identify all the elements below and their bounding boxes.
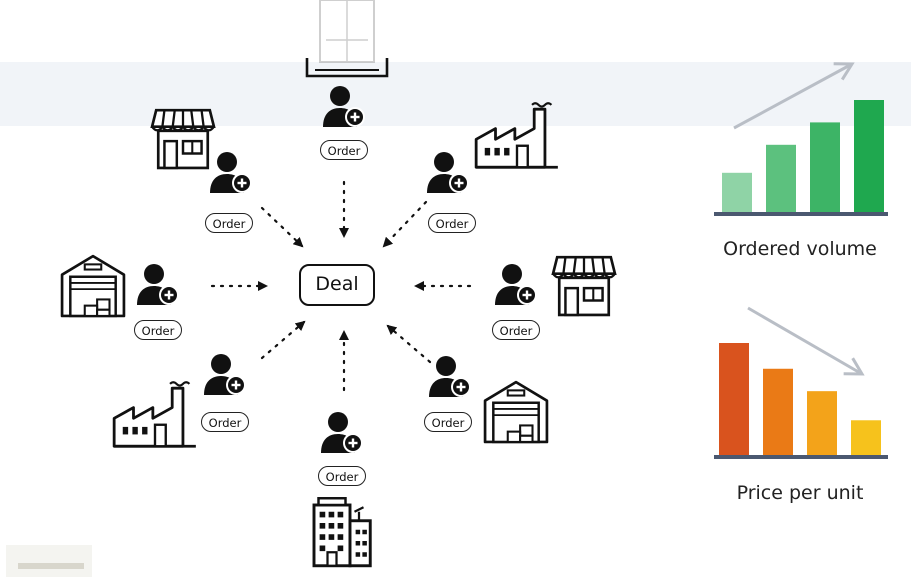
chart-bar — [719, 343, 749, 455]
building-base-icon — [305, 58, 389, 78]
order-arrow — [260, 320, 306, 360]
order-label: Order — [201, 412, 249, 432]
order-label: Order — [320, 140, 368, 160]
order-label: Order — [492, 320, 540, 340]
trend-arrow — [747, 306, 863, 376]
order-label: Order — [205, 213, 253, 233]
price-per-unit-label: Price per unit — [736, 482, 864, 504]
order-arrow — [386, 324, 432, 364]
chart-bar — [766, 144, 796, 212]
order-label: Order — [424, 412, 472, 432]
order-arrow — [260, 206, 304, 248]
trend-arrow-head — [833, 62, 855, 81]
chart-bar — [851, 420, 881, 455]
order-arrow — [382, 200, 428, 248]
trend-arrow — [733, 62, 853, 130]
chart-bar — [810, 122, 840, 212]
thumbnail-preview — [6, 545, 92, 577]
deal-box: Deal — [299, 264, 375, 306]
office-building-icon — [319, 0, 375, 63]
chart-bar — [854, 100, 884, 212]
chart-bar — [807, 391, 837, 455]
chart-bar — [763, 368, 793, 455]
trend-arrow-head — [843, 357, 865, 376]
ordered-volume-label: Ordered volume — [723, 238, 877, 260]
order-label: Order — [134, 320, 182, 340]
chart-bar — [722, 172, 752, 212]
order-label: Order — [428, 213, 476, 233]
order-label: Order — [318, 466, 366, 486]
